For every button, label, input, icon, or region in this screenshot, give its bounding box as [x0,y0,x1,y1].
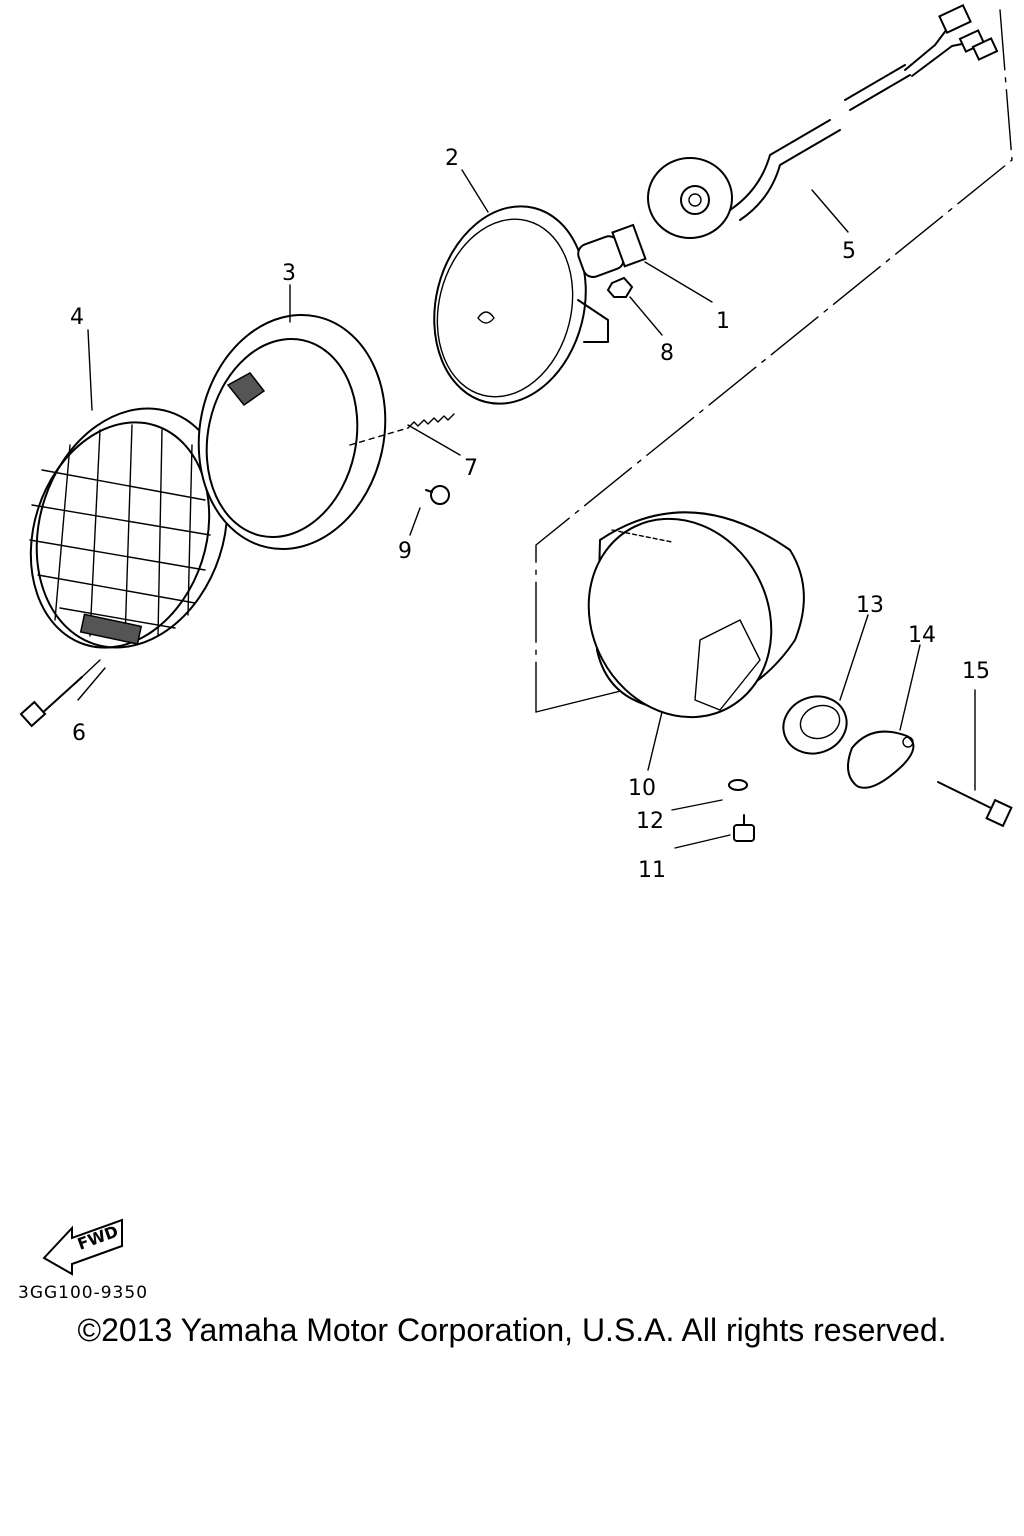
headlight-bulb [577,223,647,278]
guard-bolt [19,659,101,728]
fwd-arrow: FWD [42,1218,123,1276]
callout-5: 5 [842,239,856,264]
callout-12: 12 [636,809,664,834]
callout-15: 15 [962,659,990,684]
callout-7: 7 [464,456,478,481]
bolt [937,781,1013,828]
callout-1: 1 [716,309,730,334]
headlight-body [587,511,805,719]
callout-9: 9 [398,539,412,564]
rim-screw [425,485,450,505]
nut [606,276,634,298]
headlight-guard [29,407,229,649]
callout-4: 4 [70,305,84,330]
adjusting-spring [349,413,455,446]
callout-6: 6 [72,721,86,746]
diagram-code: 3GG100-9350 [18,1283,148,1303]
callout-14: 14 [908,623,936,648]
headlight-lens-unit [433,205,609,405]
callout-13: 13 [856,593,884,618]
headlight-rim [197,314,387,550]
leader-lines [77,169,976,849]
callout-10: 10 [628,776,656,801]
callout-8: 8 [660,341,674,366]
body-screw [728,779,755,842]
grommet [782,695,848,755]
callout-2: 2 [445,146,459,171]
callout-11: 11 [638,858,666,883]
socket-cord [647,4,999,239]
callout-3: 3 [282,261,296,286]
copyright-notice: ©2013 Yamaha Motor Corporation, U.S.A. A… [77,1312,947,1348]
cover [847,730,915,789]
